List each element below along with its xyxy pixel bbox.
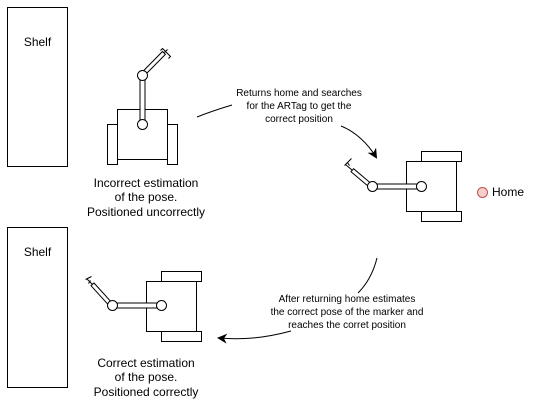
robot-joint-elbow (107, 300, 118, 311)
caption-incorrect: Incorrect estimation of the pose. Positi… (87, 176, 205, 219)
robot-joint-base (156, 300, 167, 311)
caption-incorrect-line-3: Positioned uncorrectly (87, 205, 205, 219)
transition-from-home-line-3: reaches the corret position (288, 320, 406, 331)
robot-wheel-bottom (421, 211, 462, 222)
transition-to-home-text: Returns home and searches for the ARTag … (236, 88, 362, 125)
caption-incorrect-line-2: of the pose. (115, 190, 178, 204)
home-marker: Home (477, 185, 524, 199)
robot-wheel-left (107, 124, 118, 165)
robot-joint-elbow (367, 181, 378, 192)
caption-incorrect-line-1: Incorrect estimation (94, 176, 199, 190)
arrow-to-home (340, 125, 378, 159)
shelf-bottom: Shelf (7, 227, 68, 388)
robot-gripper (160, 47, 172, 59)
transition-from-home-line-1: After returning home estimates (279, 294, 416, 305)
robot-at-home (344, 151, 462, 222)
robot-joint-base (137, 119, 148, 130)
shelf-top-label: Shelf (24, 35, 52, 49)
robot-wheel-bottom (161, 331, 202, 342)
arrow-to-correct-pose (217, 330, 292, 344)
transition-from-home-line-2: the correct pose of the marker and (271, 307, 424, 318)
caption-correct-line-2: of the pose. (115, 370, 178, 384)
caption-correct-line-1: Correct estimation (97, 356, 194, 370)
robot-correct-pose (85, 271, 202, 342)
robot-gripper (344, 158, 353, 171)
arrow-incorrect-to-text (196, 104, 233, 118)
robot-wheel-top (421, 151, 462, 162)
transition-to-home-line-2: for the ARTag to get the (247, 101, 352, 112)
arrow-home-down (357, 257, 378, 294)
robot-joint-elbow (137, 70, 148, 81)
transition-to-home-line-1: Returns home and searches (236, 88, 362, 99)
robot-wheel-top (161, 271, 202, 282)
shelf-top: Shelf (7, 7, 68, 167)
home-dot (477, 187, 488, 198)
caption-correct-line-3: Positioned correctly (94, 385, 199, 399)
robot-gripper (85, 276, 93, 285)
robot-arm-lower (139, 75, 146, 125)
transition-to-home-line-3: correct position (265, 114, 333, 125)
home-label: Home (492, 185, 524, 199)
shelf-bottom-label: Shelf (24, 245, 52, 259)
robot-joint-base (416, 181, 427, 192)
transition-from-home-text: After returning home estimates the corre… (271, 294, 424, 331)
robot-incorrect-pose (107, 47, 178, 165)
robot-wheel-right (167, 124, 178, 165)
robot-arm-lower (371, 183, 422, 190)
caption-correct: Correct estimation of the pose. Position… (94, 356, 199, 399)
robot-arm-lower (111, 302, 162, 309)
